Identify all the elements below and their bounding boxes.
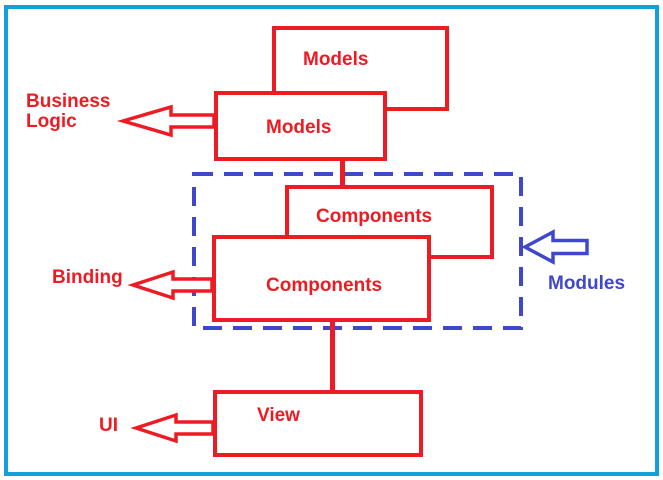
components-main-label: Components: [266, 275, 383, 296]
models-components-connector: [340, 157, 345, 188]
binding-arrow-icon: [127, 269, 214, 301]
modules-label: Modules: [548, 273, 626, 294]
view-box: View: [213, 390, 423, 457]
models-top-label: Models: [303, 49, 369, 70]
business-logic-label: Business Logic: [26, 91, 111, 132]
view-label: View: [257, 405, 300, 426]
binding-label: Binding: [52, 267, 123, 288]
business-logic-arrow-icon: [116, 104, 216, 138]
ui-arrow-icon: [130, 412, 215, 444]
models-main-label: Models: [266, 117, 332, 138]
components-main-box: Components: [212, 235, 431, 322]
diagram-frame: [4, 5, 659, 476]
components-view-connector: [330, 318, 335, 394]
modules-arrow-icon: [521, 229, 589, 265]
models-main-box: Models: [214, 91, 387, 161]
ui-label: UI: [99, 415, 118, 436]
components-top-label: Components: [316, 206, 433, 227]
